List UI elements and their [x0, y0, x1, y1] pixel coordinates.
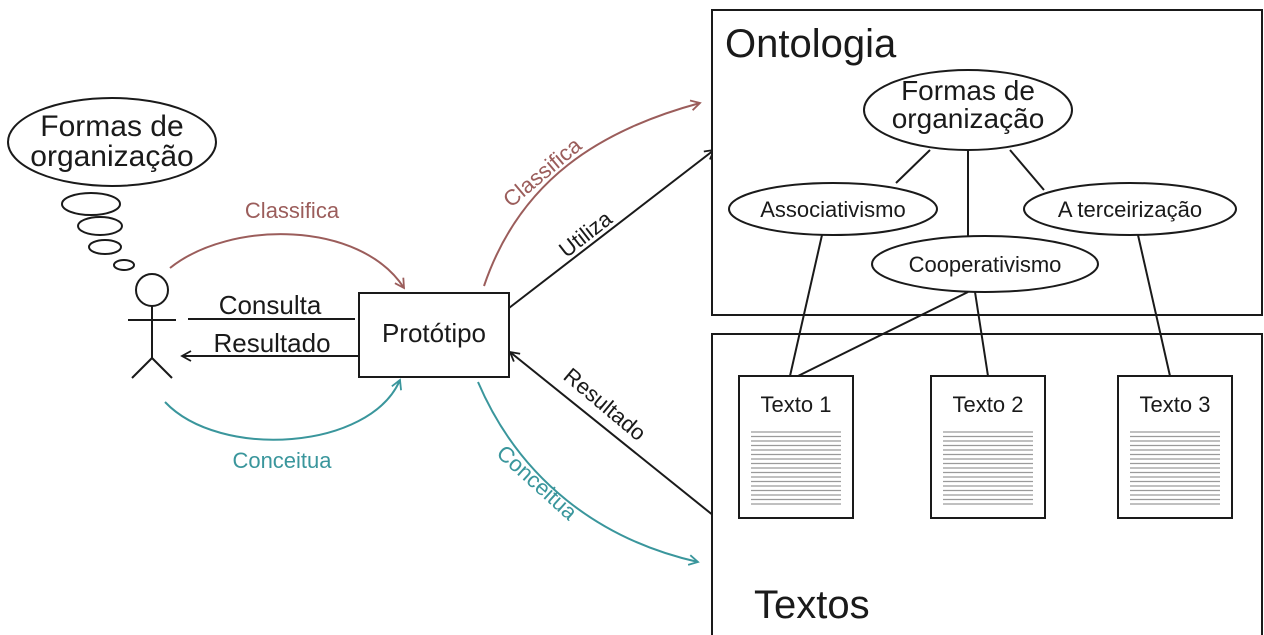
thought-bubble: Formas de organização — [7, 97, 217, 271]
stick-figure-user-icon — [128, 273, 176, 379]
classifica-right-label: Classifica — [498, 132, 587, 212]
prototipo-label: Protótipo — [382, 318, 486, 348]
document-label-3: Texto 3 — [1140, 392, 1211, 417]
ontologia-root-line-1: Formas de — [901, 75, 1035, 106]
textos-panel: Textos Texto 1 Texto 2 Texto 3 — [711, 333, 1263, 635]
ontologia-root-line-2: organização — [892, 103, 1045, 134]
conceitua-left-label: Conceitua — [232, 448, 332, 473]
resultado-left-label: Resultado — [213, 328, 330, 358]
classifica-left-arrow — [169, 233, 406, 290]
utiliza-label: Utiliza — [554, 205, 617, 262]
prototipo-box — [358, 292, 510, 378]
associativismo-node — [728, 182, 938, 236]
text-lines-icon — [1130, 431, 1220, 505]
terceirizacao-node — [1023, 182, 1237, 236]
document-label-1: Texto 1 — [761, 392, 832, 417]
thought-dot-4 — [113, 259, 135, 271]
associativismo-label: Associativismo — [760, 197, 905, 222]
text-lines-icon — [943, 431, 1033, 505]
thought-dot-3 — [88, 239, 122, 255]
document-texto-2: Texto 2 — [930, 375, 1046, 519]
resultado-right-label: Resultado — [559, 363, 651, 446]
document-texto-1: Texto 1 — [738, 375, 854, 519]
cooperativismo-node — [871, 235, 1099, 293]
conceitua-right-label: Conceitua — [492, 440, 583, 525]
concept-document-links — [789, 234, 1171, 377]
thought-cloud — [7, 97, 217, 187]
terceirizacao-label: A terceirização — [1058, 197, 1202, 222]
document-texto-3: Texto 3 — [1117, 375, 1233, 519]
classifica-left-label: Classifica — [245, 198, 340, 223]
ontologia-root-node — [863, 69, 1073, 151]
thought-line-2: organização — [30, 140, 193, 173]
ontologia-tree-edges — [895, 149, 1045, 236]
document-label-2: Texto 2 — [953, 392, 1024, 417]
text-lines-icon — [751, 431, 841, 505]
thought-line-1: Formas de — [40, 110, 183, 143]
ontologia-title: Ontologia — [725, 22, 897, 66]
textos-title: Textos — [754, 583, 870, 627]
conceitua-left-arrow — [164, 378, 402, 441]
resultado-right-arrow — [508, 350, 715, 517]
prototipo-node: Protótipo — [358, 292, 510, 378]
ontologia-panel: Ontologia Formas de organização Associat… — [711, 9, 1263, 316]
conceitua-right-arrow — [477, 381, 700, 566]
utiliza-arrow — [508, 148, 716, 309]
thought-dot-2 — [77, 216, 123, 236]
cooperativismo-label: Cooperativismo — [909, 252, 1062, 277]
consulta-label: Consulta — [219, 290, 322, 320]
classifica-right-arrow — [483, 99, 702, 287]
thought-dot-1 — [61, 192, 121, 216]
